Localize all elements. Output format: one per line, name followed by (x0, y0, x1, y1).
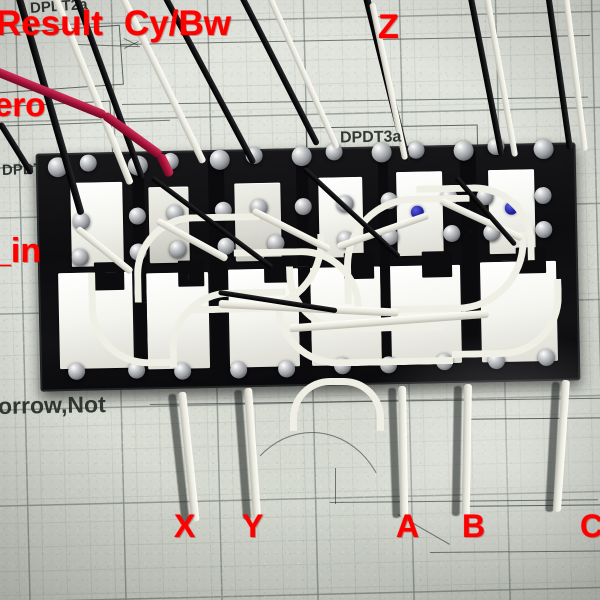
switch-4-notch (343, 252, 375, 280)
solder-pin-bot-10 (537, 348, 556, 367)
solder-pin-mid-6 (294, 197, 312, 216)
solder-pin-mid-8 (380, 192, 398, 210)
solder-pin-top-13 (533, 138, 554, 160)
circuit-board[interactable] (35, 137, 581, 392)
solder-pin-bot-5 (277, 360, 296, 378)
solder-pin-top-10 (407, 141, 425, 159)
annotation-x: X (174, 508, 196, 544)
dpdt-switch-3-lower[interactable] (228, 268, 301, 368)
schematic-curve-bottom (236, 432, 388, 518)
dpdt-switch-6-lower[interactable] (479, 260, 559, 363)
annotation-zero: ero (0, 86, 46, 123)
solder-pin-mid2-5 (267, 234, 285, 252)
switch-2-notch (177, 260, 205, 287)
solder-pin-mid2-8 (443, 224, 461, 243)
solder-pin-top-7 (291, 145, 312, 167)
annotation-carry-borrow: Cy/Bw (124, 4, 231, 43)
switch-6-notch (515, 247, 547, 274)
annotation-carry-in: _in (0, 232, 42, 270)
solder-pin-bot-6 (333, 357, 352, 375)
annotation-result: Result (0, 4, 103, 43)
solder-pin-bot-9 (487, 351, 506, 370)
annotation-y: Y (242, 508, 264, 544)
solder-pin-mid-11 (534, 186, 552, 205)
annotation-a: A (396, 508, 420, 544)
solder-pin-top-5 (209, 149, 230, 171)
solder-pin-bot-1 (67, 362, 86, 381)
board-gap-2 (207, 155, 229, 383)
solder-pin-bot-4 (229, 361, 248, 379)
schematic-line-bottom-tick (334, 468, 336, 504)
solder-pin-mid-4 (214, 201, 232, 219)
solder-pin-bot-7 (379, 356, 398, 374)
solder-pin-top-2 (79, 154, 97, 172)
switch-3-notch (263, 256, 293, 283)
annotation-z: Z (378, 8, 399, 46)
printed-label-dpdt3a: DPDT3a (339, 128, 402, 147)
board-gap-1 (131, 157, 149, 384)
annotation-b: B (462, 508, 486, 544)
dpdt-switch-4-lower[interactable] (310, 266, 383, 366)
switch-5-notch (421, 250, 453, 278)
schematic-box-bottom-right (467, 417, 600, 507)
printed-label-borrow-not: orrow,Not (0, 391, 106, 419)
annotation-c: C (580, 508, 600, 544)
solder-pin-bot-8 (435, 352, 454, 371)
solder-pin-bot-3 (173, 362, 192, 380)
solder-pin-mid2-10 (535, 220, 553, 239)
